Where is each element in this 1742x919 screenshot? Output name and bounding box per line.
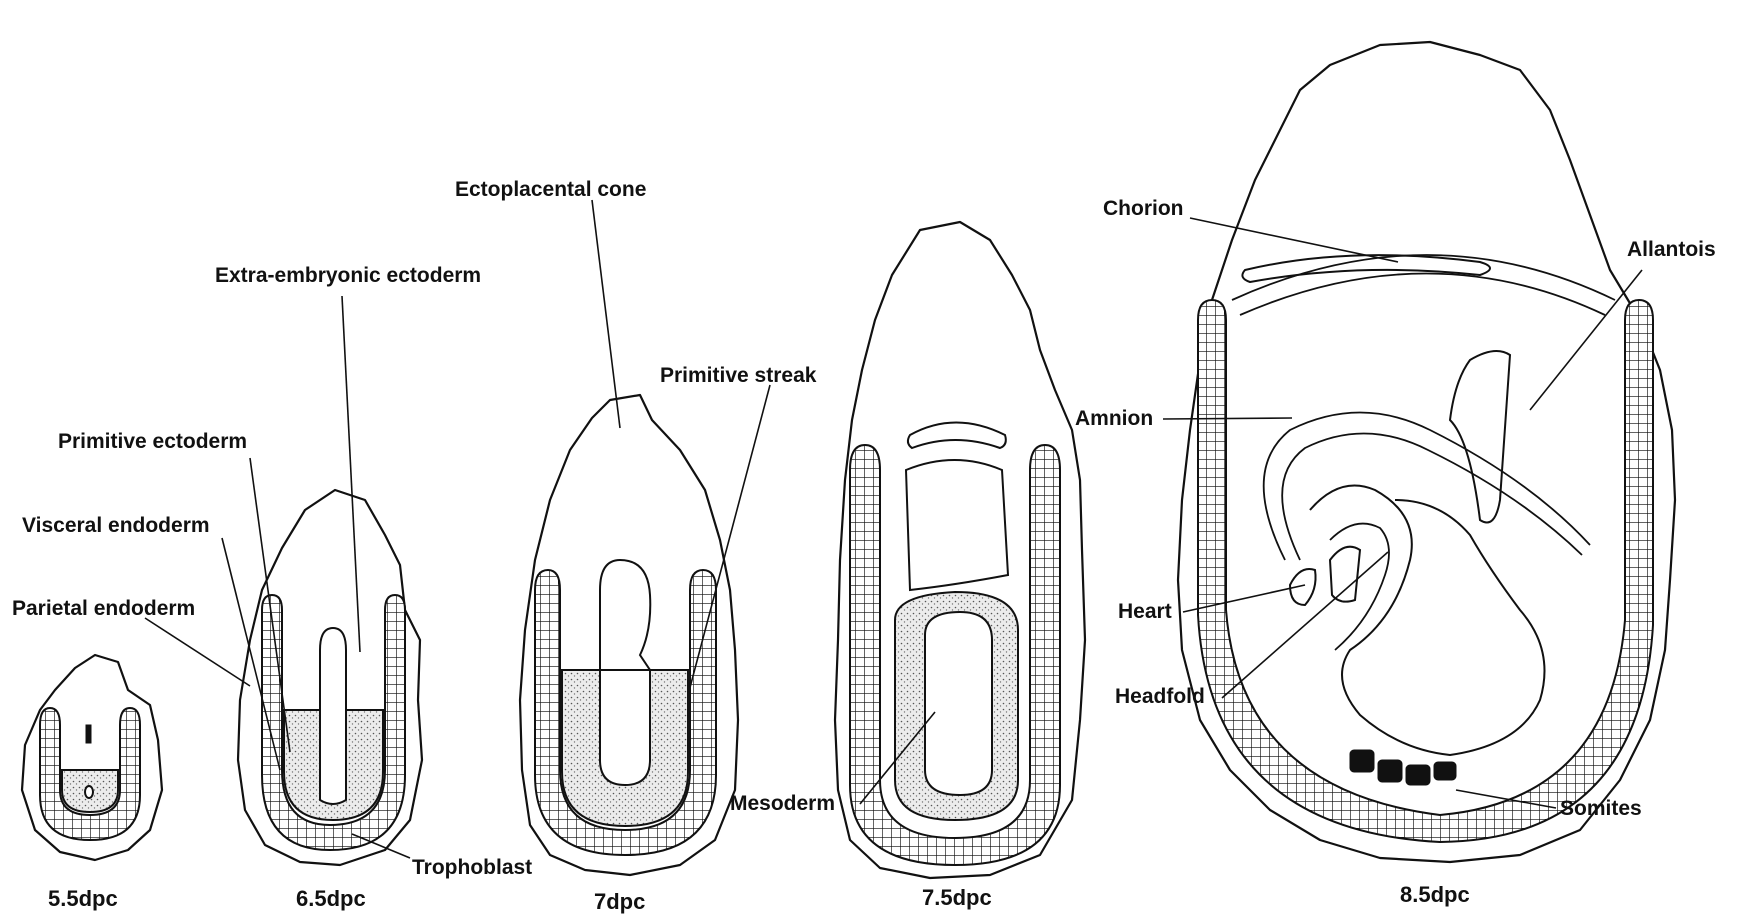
label-visceral-endoderm: Visceral endoderm	[22, 514, 210, 537]
label-amnion: Amnion	[1075, 407, 1153, 430]
label-somites: Somites	[1560, 797, 1642, 820]
embryo-5-5-cavity	[86, 725, 91, 743]
label-ectoplacental-cone: Ectoplacental cone	[455, 178, 646, 201]
embryo-6-5dpc	[238, 490, 422, 865]
label-trophoblast: Trophoblast	[412, 856, 532, 879]
embryo-7dpc	[520, 395, 738, 875]
label-extra-embryonic-ectoderm: Extra-embryonic ectoderm	[215, 264, 481, 287]
somite-3	[1406, 765, 1430, 785]
label-primitive-streak: Primitive streak	[660, 364, 817, 387]
label-allantois: Allantois	[1627, 238, 1716, 261]
embryo-7-5-exocoelom	[906, 460, 1008, 590]
label-mesoderm: Mesoderm	[730, 792, 835, 815]
leader-amnion	[1163, 418, 1292, 419]
somite-2	[1378, 760, 1402, 782]
stage-label-5-5dpc: 5.5dpc	[48, 886, 118, 911]
embryo-6-5-proamniotic-cavity	[320, 628, 346, 804]
label-primitive-ectoderm: Primitive ectoderm	[58, 430, 247, 453]
label-chorion: Chorion	[1103, 197, 1183, 220]
embryo-5-5dpc	[22, 655, 162, 860]
stage-label-8-5dpc: 8.5dpc	[1400, 882, 1470, 907]
label-headfold: Headfold	[1115, 685, 1205, 708]
leader-parietal-endoderm	[145, 618, 250, 686]
leader-ectoplacental-cone	[592, 200, 620, 428]
somite-4	[1434, 762, 1456, 780]
embryo-8-5dpc	[1178, 42, 1675, 862]
stage-label-7-5dpc: 7.5dpc	[922, 885, 992, 910]
stage-label-6-5dpc: 6.5dpc	[296, 886, 366, 911]
embryo-7-5dpc	[835, 222, 1085, 878]
label-parietal-endoderm: Parietal endoderm	[12, 597, 195, 620]
label-heart: Heart	[1118, 600, 1172, 623]
stage-label-7dpc: 7dpc	[594, 889, 645, 914]
somite-1	[1350, 750, 1374, 772]
embryo-5-5-core	[85, 786, 93, 798]
embryo-8-5-headfold	[1330, 547, 1360, 602]
embryo-7-5-amniotic-cavity	[925, 612, 992, 795]
